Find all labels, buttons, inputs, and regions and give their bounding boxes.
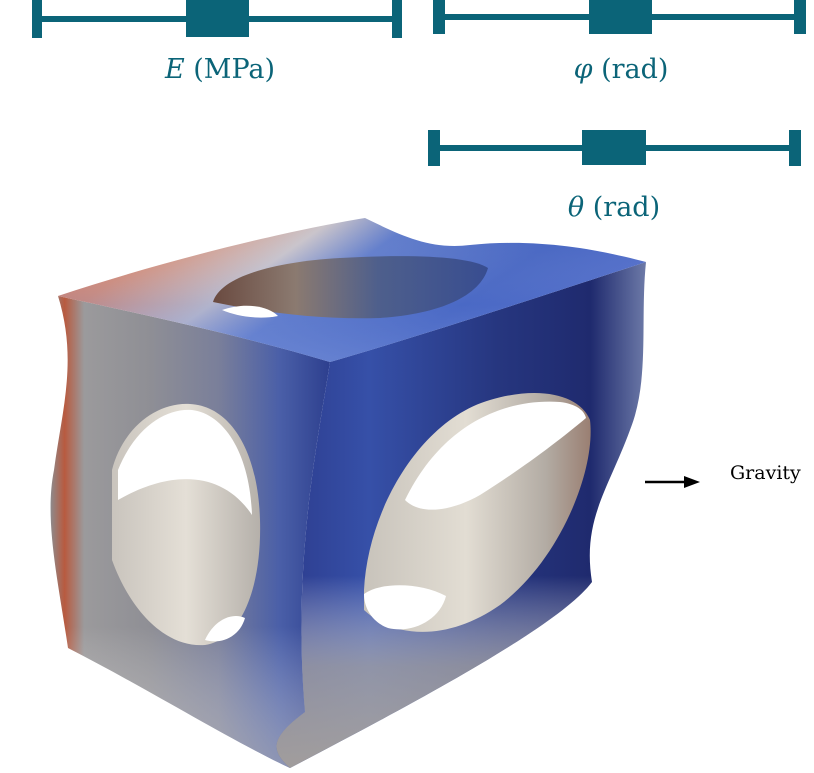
param-label-theta: θ (rad): [568, 192, 660, 223]
gravity-arrow: [645, 476, 700, 488]
gyroid-cube: [50, 218, 646, 768]
param-unit-e: (MPa): [193, 54, 276, 85]
param-label-phi: φ (rad): [574, 54, 669, 85]
param-label-e: E (MPa): [165, 54, 275, 85]
param-unit-theta: (rad): [592, 192, 661, 223]
param-symbol-theta: θ: [567, 192, 585, 223]
top-opening: [213, 256, 488, 319]
gravity-label: Gravity: [730, 462, 801, 484]
range-bar-e: [32, 0, 402, 38]
range-bar-theta: [428, 130, 801, 166]
range-bar-phi: [433, 0, 806, 34]
param-symbol-e: E: [164, 54, 185, 85]
param-symbol-phi: φ: [573, 54, 593, 85]
param-unit-phi: (rad): [601, 54, 669, 85]
